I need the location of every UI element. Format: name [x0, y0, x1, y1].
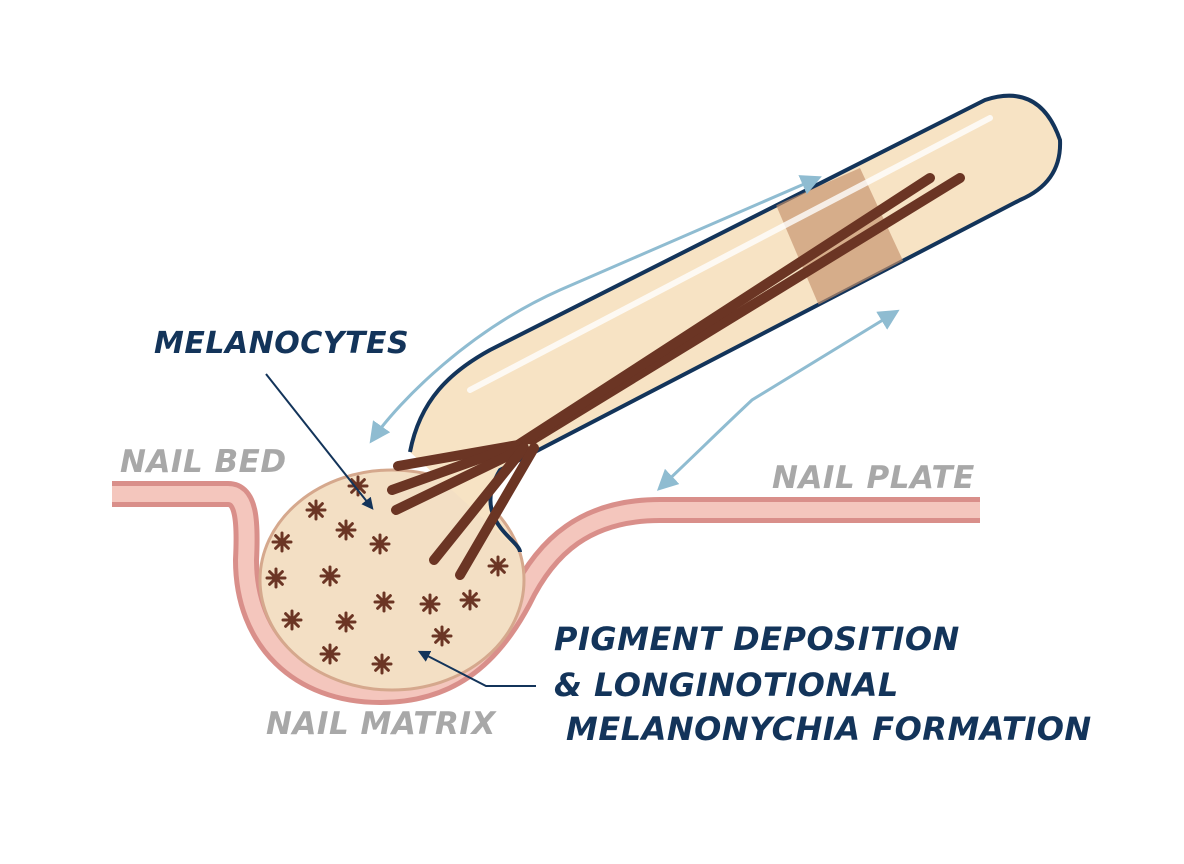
melanocyte-icon [419, 593, 441, 615]
melanocyte-icon [335, 519, 357, 541]
melanocytes-pointer [265, 373, 374, 510]
nail-matrix-label: NAIL MATRIX [266, 706, 496, 742]
melanocyte-icon [265, 567, 287, 589]
melanocyte-icon [369, 533, 391, 555]
melanocyte-icon [305, 499, 327, 521]
growth-arrow-lower [656, 309, 900, 491]
skin-fold [112, 481, 980, 705]
melanocyte-icon [459, 589, 481, 611]
pigment-label-line1: PIGMENT DEPOSITION [554, 620, 960, 658]
melanocyte-icon [319, 643, 341, 665]
melanocyte-icon [431, 625, 453, 647]
pigment-label-line2: & LONGINOTIONAL [554, 666, 899, 704]
melanocytes-label: MELANOCYTES [154, 326, 410, 361]
melanocyte-icon [319, 565, 341, 587]
plate-highlight [558, 418, 702, 490]
melanocyte-icon [487, 555, 509, 577]
growth-arrow-upper [369, 175, 822, 444]
pigment-label-line3: MELANONYCHIA FORMATION [566, 710, 1092, 748]
nail-plate-label: NAIL PLATE [772, 460, 975, 496]
melanocyte-icon [335, 611, 357, 633]
melanocyte-icon [371, 653, 393, 675]
pigment-pointer [417, 650, 536, 687]
nail-bed-label: NAIL BED [120, 444, 287, 480]
melanocyte-icon [347, 475, 369, 497]
melanocyte-icon [271, 531, 293, 553]
melanocyte-icon [281, 609, 303, 631]
melanocyte-icon [373, 591, 395, 613]
melanocyte-cells [265, 475, 509, 675]
